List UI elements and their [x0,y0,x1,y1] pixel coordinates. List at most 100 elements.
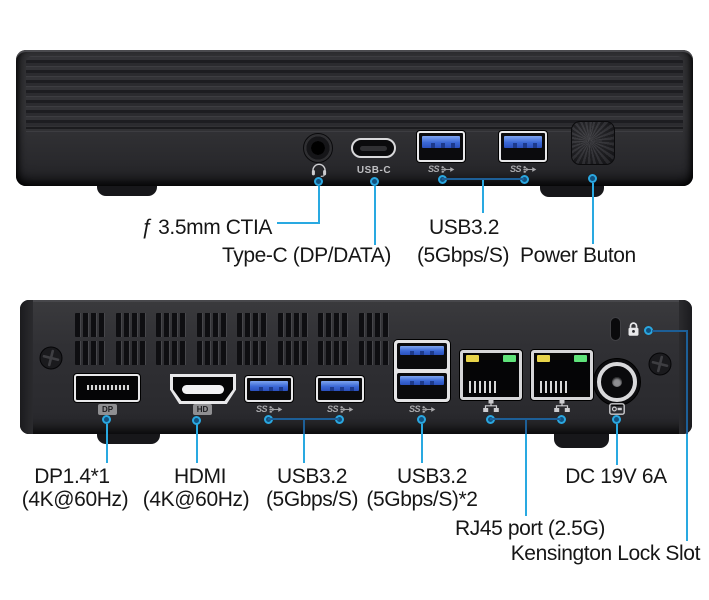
leader-line-usb-stack [421,424,423,463]
vent-grille-row-1 [75,313,390,337]
usb-tongue [422,136,460,148]
usb-tongue [321,381,359,391]
front-right-foot [540,184,604,197]
rear-right-edge [679,300,692,434]
leader-line-kensington-v [686,434,688,541]
front-left-foot [97,184,157,196]
leader-line-rj45-drop [525,434,527,516]
vent-group [115,313,147,337]
leader-line-hdmi [196,424,198,463]
vent-group [318,341,350,365]
leader-dot-audio [314,177,323,186]
kensington-lock-slot [610,317,621,341]
leader-line-kensington-h [652,330,688,332]
front-usb-port-2 [499,131,547,162]
vent-group [237,313,269,337]
usb-stack-label-line2: (5Gbps/S)*2 [366,488,478,511]
front-divider-highlight [26,131,683,132]
hdmi-logo: HD [193,404,212,415]
leader-line-audio-h [277,222,320,224]
superspeed-arrow-icon [339,405,354,414]
screw-icon [39,346,63,370]
rj45-led-green [574,355,587,362]
leader-line-kensington-v-dark [686,330,688,434]
front-usb-label-line1: USB3.2 [429,216,499,239]
hdmi-lens [182,385,224,394]
audio-label: ƒ 3.5mm CTIA [141,216,272,239]
usb-pins [404,351,440,355]
dp-label-line2: (4K@60Hz) [21,488,129,511]
leader-dot-usb-stack [417,415,426,424]
lan-icon [554,399,570,413]
leader-line-usb-drop [482,180,484,213]
usb-stack-label-line1: USB3.2 [397,465,467,488]
rj45-port-1 [460,350,522,400]
vent-group [196,341,228,365]
rj45-pin-comb [469,381,499,393]
dp-label-line1: DP1.4*1 [34,465,110,488]
usb-tongue [504,136,542,148]
superspeed-text: SS [510,164,522,174]
usb-pins [404,381,440,385]
rear-usb-port-2 [316,376,364,402]
usb-tongue [400,346,444,355]
vent-group [75,341,107,365]
rear-usb-port-1 [245,376,293,402]
power-label: Power Buton [520,244,636,267]
usb-pair-label-line2: (5Gbps/S) [265,488,359,511]
front-divider-line [26,127,683,129]
power-button [571,121,615,165]
rj45-led-yellow [466,355,479,362]
leader-dot-dc [612,415,621,424]
leader-dot-dp [102,415,111,424]
leader-line-usb-pair-connector [268,418,339,420]
leader-dot-typec [370,177,379,186]
hdmi-label-line1: HDMI [173,465,227,488]
superspeed-icon: SS [428,165,455,174]
headset-icon [311,162,327,177]
usb-pins [425,143,457,148]
superspeed-text: SS [256,404,268,414]
rj45-led-yellow [537,355,550,362]
leader-line-usb-pair-drop [303,434,305,463]
rear-usb-stacked-ports [394,340,450,402]
usb-pair-label-line1: USB3.2 [277,465,347,488]
usb-c-port-slot [360,146,387,151]
superspeed-text: SS [428,164,440,174]
vent-group [196,313,228,337]
vent-group [318,313,350,337]
leader-line-dp [106,424,108,463]
vent-group [358,313,390,337]
vent-group [277,313,309,337]
front-usb-port-1 [417,131,465,162]
superspeed-icon: SS [327,405,354,414]
rj45-pin-comb [540,381,570,393]
lan-icon [483,399,499,413]
displayport-port [74,374,140,402]
vent-group [237,341,269,365]
leader-line-rj45-connector [490,418,561,420]
superspeed-icon: SS [510,165,537,174]
rear-right-foot [554,431,609,448]
vent-group [156,341,188,365]
vent-grille-row-2 [75,341,390,365]
leader-dot-power [588,174,597,183]
dc-label: DC 19V 6A [565,465,667,488]
usb-pins [507,143,539,148]
hdmi-port [170,374,236,404]
superspeed-icon: SS [256,405,283,414]
dp-pin-strip [87,385,129,390]
leader-line-typec [374,186,376,245]
leader-line-dc [616,424,618,465]
rear-left-foot [97,432,160,444]
superspeed-icon: SS [409,405,436,414]
superspeed-text: SS [409,404,421,414]
vent-group [358,341,390,365]
rear-left-edge [20,300,33,434]
leader-line-usb-connector [442,178,524,180]
vent-group [75,313,107,337]
usb-slot-top [397,343,447,369]
kensington-label: Kensington Lock Slot [510,542,701,565]
hdmi-label-line2: (4K@60Hz) [142,488,250,511]
dp-logo: DP [98,404,117,415]
